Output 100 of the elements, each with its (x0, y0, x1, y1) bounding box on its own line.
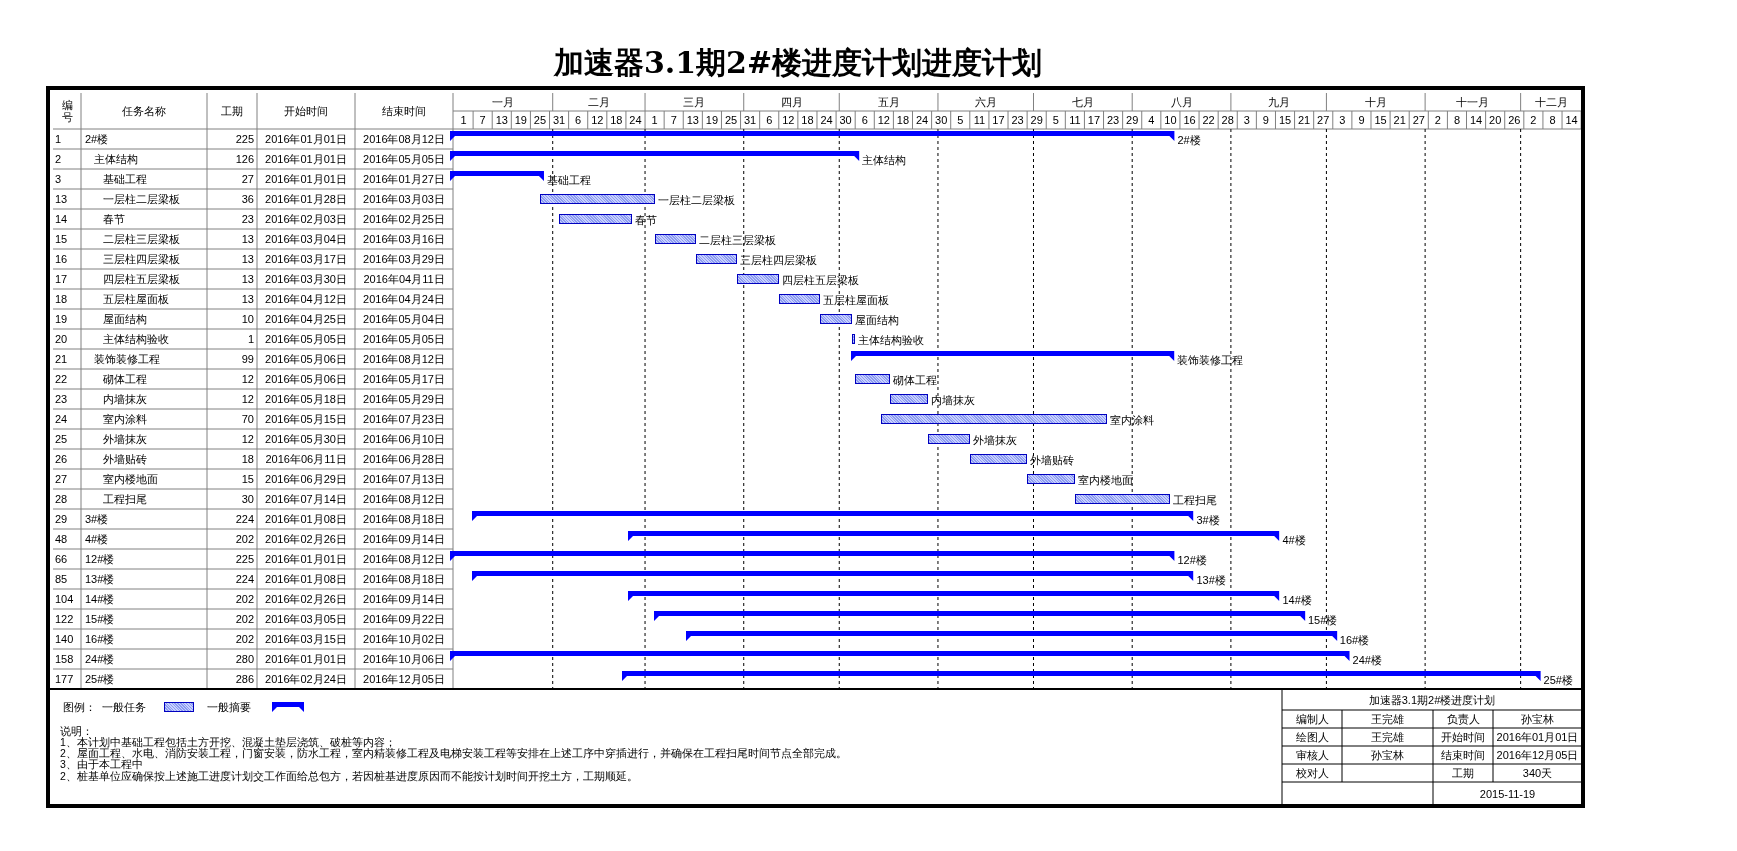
end-date: 2016年09月14日 (363, 592, 445, 606)
duration: 12 (241, 432, 254, 446)
summary-bar (628, 531, 1280, 541)
day-label: 11 (973, 113, 986, 127)
end-date: 2016年05月29日 (363, 392, 445, 406)
end-date: 2016年08月12日 (363, 352, 445, 366)
task-bar (539, 194, 655, 204)
day-label: 18 (610, 113, 623, 127)
task-name: 春节 (103, 212, 125, 226)
task-name: 二层柱三层梁板 (103, 232, 180, 246)
task-name: 24#楼 (85, 652, 115, 666)
duration: 13 (241, 292, 254, 306)
summary-bar (450, 171, 544, 181)
task-bar (737, 274, 779, 284)
task-bar (890, 394, 929, 404)
row-number: 19 (55, 312, 68, 326)
row-number: 104 (55, 592, 74, 606)
row-number: 27 (55, 472, 68, 486)
start-date: 2016年06月29日 (265, 472, 347, 486)
task-bar (559, 214, 633, 224)
duration: 202 (235, 612, 254, 626)
start-date: 2016年02月24日 (265, 672, 347, 686)
title-block-text: 工期 (1452, 766, 1474, 780)
day-label: 24 (915, 113, 929, 127)
bar-label: 三层柱四层梁板 (740, 253, 818, 267)
day-label: 22 (1202, 113, 1215, 127)
row-number: 14 (55, 212, 68, 226)
end-date: 2016年02月25日 (363, 212, 445, 226)
bar-label: 12#楼 (1177, 553, 1207, 567)
row-number: 2 (55, 152, 62, 166)
legend-title: 图例： (63, 700, 96, 714)
task-name: 装饰装修工程 (94, 352, 160, 366)
summary-bar (450, 651, 1350, 661)
month-label: 五月 (877, 95, 900, 109)
start-date: 2016年01月08日 (265, 512, 347, 526)
day-label: 12 (782, 113, 795, 127)
title-block-date: 2015-11-19 (1479, 787, 1536, 801)
duration: 15 (241, 472, 254, 486)
column-header: 工期 (221, 104, 243, 118)
end-date: 2016年04月24日 (363, 292, 445, 306)
task-bar (1027, 474, 1075, 484)
day-label: 13 (495, 113, 508, 127)
start-date: 2016年03月17日 (265, 252, 347, 266)
start-date: 2016年01月01日 (265, 172, 347, 186)
duration: 225 (235, 132, 254, 146)
task-name: 一层柱二层梁板 (103, 192, 180, 206)
task-name: 工程扫尾 (103, 492, 147, 506)
duration: 280 (235, 652, 254, 666)
task-bar (969, 454, 1028, 464)
day-label: 2 (1530, 113, 1537, 127)
task-name: 3#楼 (85, 512, 109, 526)
start-date: 2016年05月06日 (265, 372, 347, 386)
title-block-text: 王完雄 (1371, 712, 1404, 726)
duration: 1 (247, 332, 254, 346)
day-label: 26 (1508, 113, 1521, 127)
legend-label: 一般摘要 (207, 700, 251, 714)
duration: 12 (241, 372, 254, 386)
end-date: 2016年03月03日 (363, 192, 445, 206)
day-label: 4 (1148, 113, 1155, 127)
task-bar (852, 334, 856, 344)
day-label: 5 (1052, 113, 1059, 127)
summary-bar (851, 351, 1175, 361)
summary-bar (621, 671, 1541, 681)
bar-label: 五层柱屋面板 (823, 293, 890, 307)
legend-label: 一般任务 (102, 700, 146, 714)
end-date: 2016年03月16日 (363, 232, 445, 246)
task-name: 16#楼 (85, 632, 115, 646)
task-name: 屋面结构 (103, 312, 147, 326)
day-label: 14 (1565, 113, 1578, 127)
end-date: 2016年08月12日 (363, 132, 445, 146)
end-date: 2016年05月05日 (363, 152, 445, 166)
row-number: 85 (55, 572, 68, 586)
row-number-header: 编号 (61, 99, 73, 123)
day-label: 25 (724, 113, 738, 127)
duration: 36 (241, 192, 254, 206)
day-label: 29 (1126, 113, 1139, 127)
day-label: 6 (861, 113, 868, 127)
summary-bar (450, 131, 1175, 141)
duration: 13 (241, 272, 254, 286)
bar-label: 主体结构验收 (858, 333, 925, 347)
month-label: 四月 (780, 95, 803, 109)
duration: 18 (241, 452, 254, 466)
day-label: 8 (1549, 113, 1556, 127)
day-label: 10 (1164, 113, 1177, 127)
bar-label: 内墙抹灰 (931, 393, 976, 407)
task-name: 基础工程 (103, 172, 147, 186)
end-date: 2016年05月04日 (363, 312, 445, 326)
row-number: 28 (55, 492, 68, 506)
duration: 13 (241, 252, 254, 266)
start-date: 2016年05月30日 (265, 432, 347, 446)
row-number: 21 (55, 352, 68, 366)
day-label: 21 (1298, 113, 1311, 127)
task-name: 外墙抹灰 (103, 432, 147, 446)
day-label: 5 (957, 113, 964, 127)
summary-bar (450, 551, 1175, 561)
day-label: 30 (935, 113, 948, 127)
task-name: 室内楼地面 (103, 472, 158, 486)
title-block-text: 开始时间 (1441, 730, 1485, 744)
month-label: 七月 (1071, 95, 1094, 109)
bar-label: 装饰装修工程 (1177, 353, 1244, 367)
